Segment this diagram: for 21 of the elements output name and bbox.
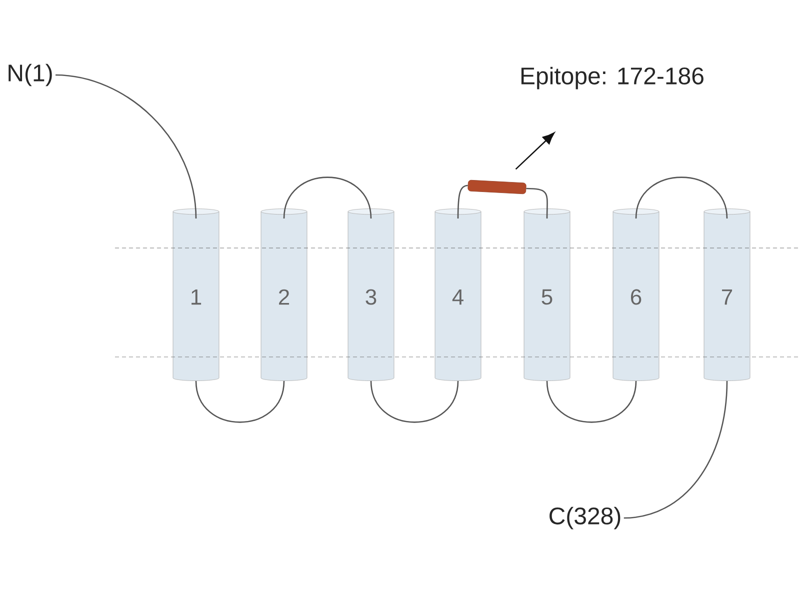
loop-line [546, 380, 637, 423]
arrow [515, 132, 555, 170]
loop-line [195, 380, 285, 423]
loop-line [283, 176, 372, 219]
terminus-label: C(328) [550, 506, 620, 530]
loop-line [55, 74, 197, 219]
loop-line [526, 188, 548, 219]
helix-cylinder: 5 [524, 208, 570, 381]
epitope-label: Epitope: 172-186 [521, 66, 704, 90]
terminus-label: N(1) [8, 64, 52, 86]
helix-cylinder: 4 [434, 208, 482, 381]
epitope-bar [468, 180, 526, 194]
helix-cylinder: 1 [172, 208, 220, 381]
loop-line [370, 380, 459, 423]
helix-cylinder: 2 [260, 208, 308, 381]
loop-line [624, 380, 728, 519]
helix-cylinder: 6 [612, 208, 660, 381]
loop-line [457, 184, 468, 219]
helix-cylinder: 7 [704, 208, 750, 381]
loop-line [635, 176, 728, 219]
helix-cylinder: 3 [348, 208, 394, 381]
